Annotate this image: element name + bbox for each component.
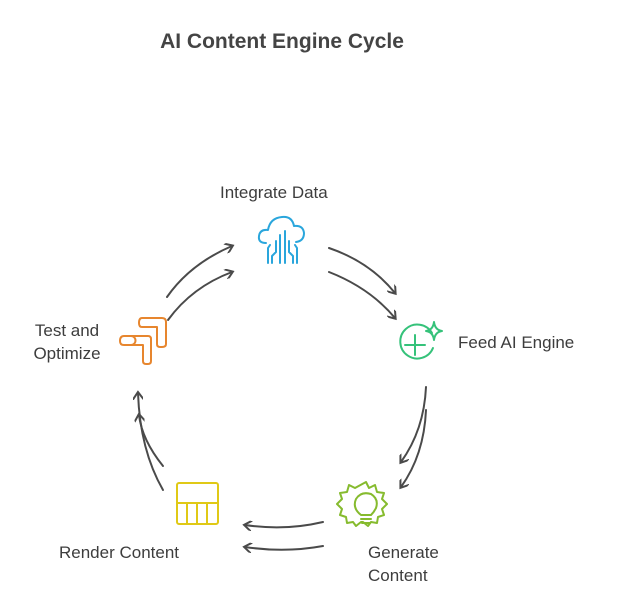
diagram-title: AI Content Engine Cycle — [160, 30, 404, 53]
step-label-test-optimize: Test and Optimize — [26, 319, 108, 365]
optimize-blocks-icon — [119, 317, 167, 365]
label-line: Optimize — [33, 344, 101, 363]
arrow-generate-to-render-1 — [245, 522, 324, 527]
arrow-render-to-optimize-1 — [138, 393, 164, 491]
label-line: Content — [368, 566, 428, 585]
step-label-feed-ai-engine: Feed AI Engine — [458, 333, 575, 352]
label-line: Test and — [34, 321, 100, 340]
arrow-render-to-optimize-2 — [139, 415, 164, 467]
lightbulb-gear-icon — [336, 481, 388, 527]
cloud-data-icon — [257, 215, 305, 264]
step-label-integrate-data: Integrate Data — [220, 183, 328, 202]
arrow-integrate-to-feed-2 — [328, 271, 395, 318]
arrow-optimize-to-integrate-1 — [166, 246, 232, 298]
arrow-feed-to-generate-2 — [401, 409, 427, 487]
arrow-integrate-to-feed-1 — [328, 247, 395, 293]
step-label-generate-content: Generate Content — [368, 541, 439, 587]
arrow-optimize-to-integrate-2 — [167, 272, 232, 321]
step-label-render-content: Render Content — [59, 543, 180, 562]
table-layout-icon — [176, 482, 219, 525]
label-line: Generate — [368, 543, 439, 562]
arrow-feed-to-generate-1 — [401, 386, 427, 462]
plus-sparkle-icon — [399, 321, 443, 360]
arrow-generate-to-render-2 — [245, 546, 324, 550]
